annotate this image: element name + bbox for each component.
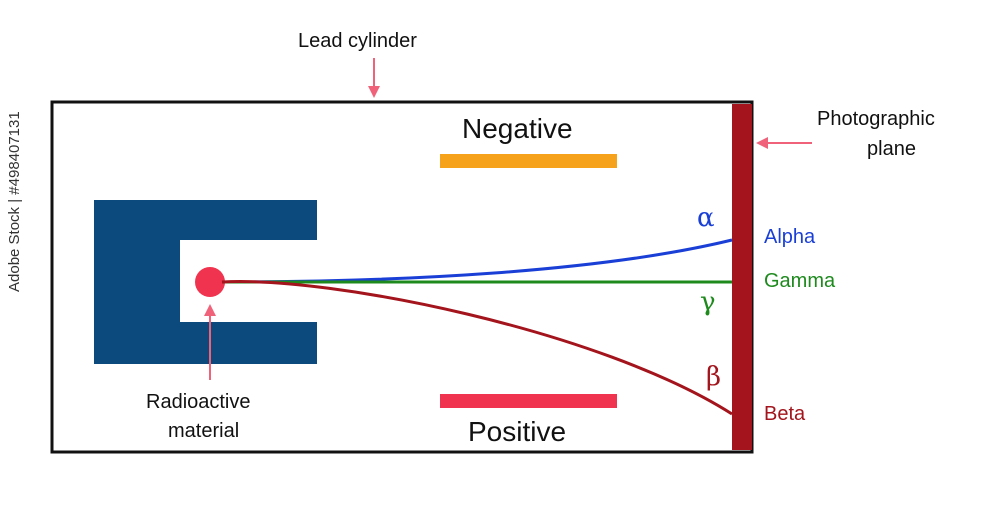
positive-label: Positive: [468, 416, 567, 447]
plane-pointer: [756, 137, 812, 149]
radioactive-material-label-line1: Radioactive: [146, 391, 251, 413]
watermark-text: Adobe Stock | #498407131: [6, 111, 23, 292]
radioactive-material-label-line2: material: [168, 420, 240, 442]
lead-block: [94, 200, 317, 364]
alpha-symbol: α: [697, 203, 715, 233]
alpha-label: Alpha: [764, 226, 816, 248]
beta-label: Beta: [764, 403, 806, 425]
gamma-label: Gamma: [764, 270, 836, 292]
negative-plate: [440, 154, 617, 168]
lead-cylinder-pointer: [368, 58, 380, 98]
beta-symbol: β: [706, 362, 722, 392]
beta-ray: [221, 280, 733, 416]
photographic-plane: [732, 104, 752, 450]
positive-plate: [440, 394, 617, 408]
alpha-ray: [221, 238, 733, 284]
radioactive-source: [195, 267, 225, 297]
negative-label: Negative: [462, 113, 573, 144]
lead-cylinder-label: Lead cylinder: [298, 30, 417, 52]
photographic-plane-label-line2: plane: [867, 138, 916, 160]
photographic-plane-label-line1: Photographic: [817, 108, 935, 130]
source-pointer: [204, 304, 216, 380]
gamma-symbol: γ: [700, 287, 716, 317]
